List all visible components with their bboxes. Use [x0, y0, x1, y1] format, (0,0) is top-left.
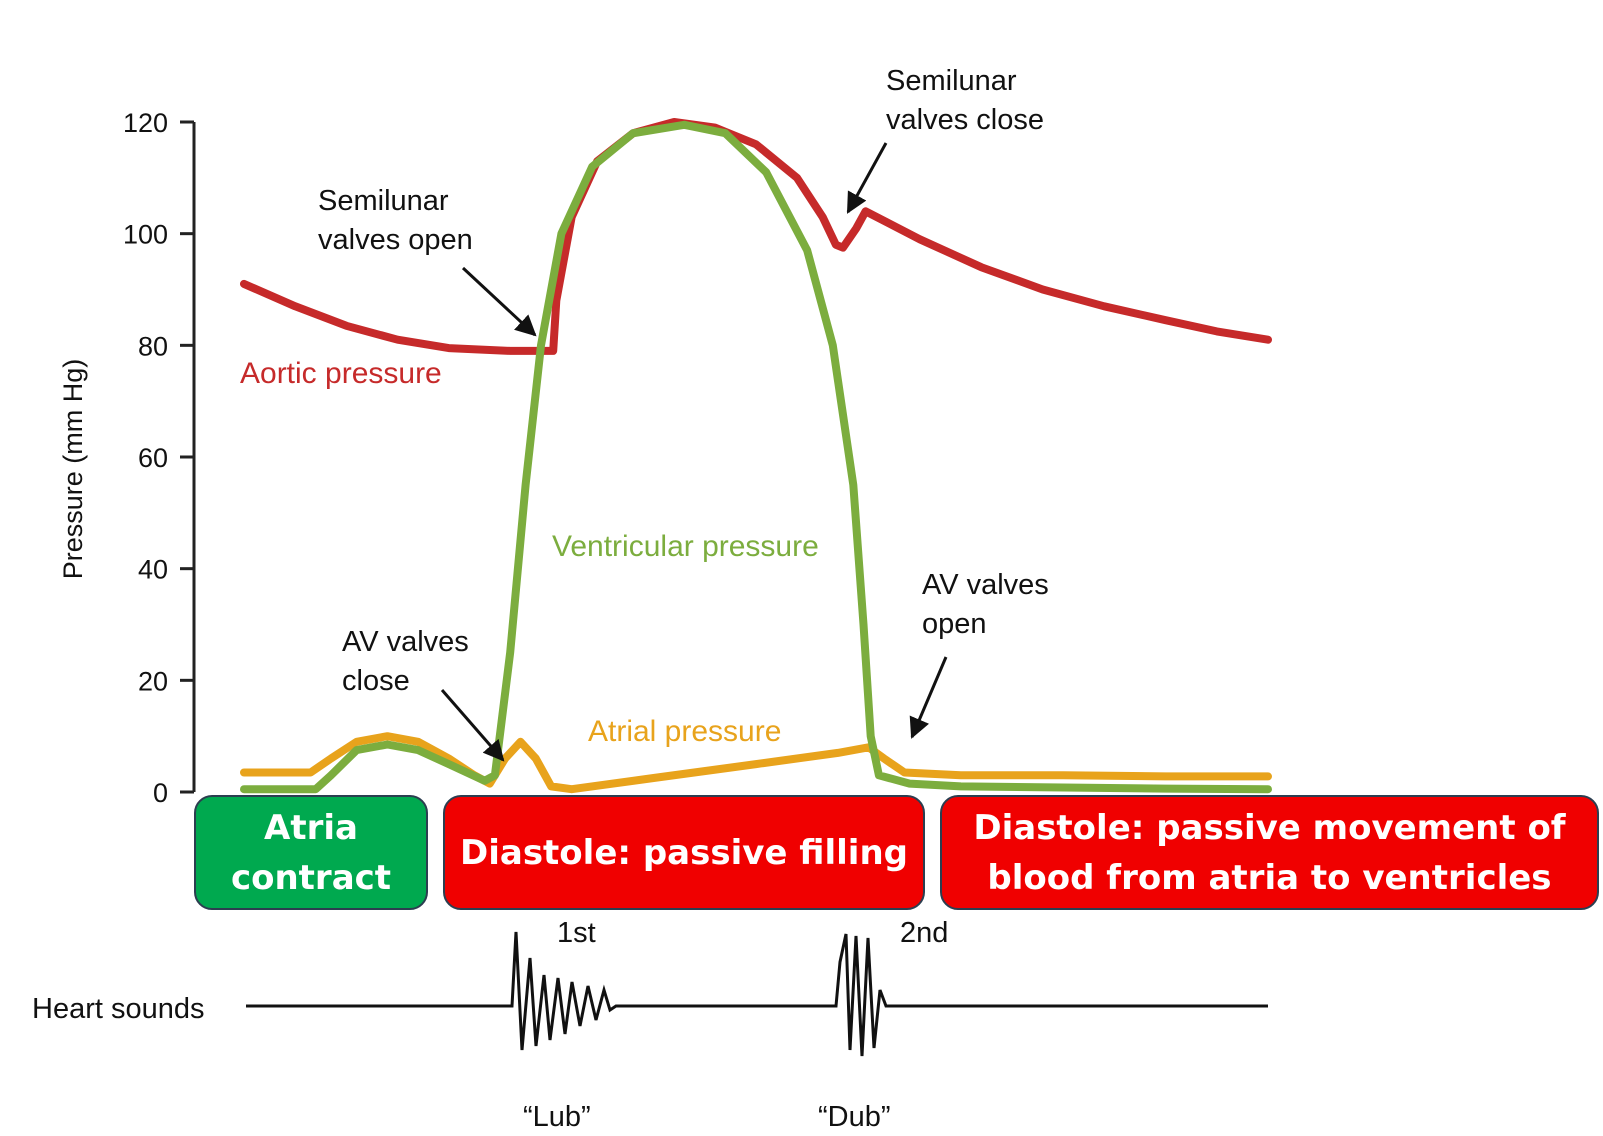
phase-text-line: Diastole: passive movement of	[973, 807, 1566, 848]
annotation-av-open: AV valves open	[909, 569, 1049, 739]
annotation-line: valves close	[886, 104, 1044, 136]
atrial-pressure-label: Atrial pressure	[588, 715, 781, 748]
annotation-line: valves open	[318, 224, 473, 256]
phase-diastole-passive-filling: Diastole: passive filling	[443, 795, 925, 910]
y-tick-label: 80	[138, 331, 168, 361]
annotation-line: AV valves	[922, 569, 1049, 601]
y-tick-label: 60	[138, 443, 168, 473]
phase-text-line: Diastole: passive filling	[460, 832, 908, 873]
annotation-semilunar-close: Semilunar valves close	[846, 65, 1044, 214]
dub-sound-label: “Dub”	[818, 1101, 891, 1133]
phase-diastole-passive-movement: Diastole: passive movement of blood from…	[940, 795, 1599, 910]
y-tick-label: 120	[123, 108, 168, 138]
y-tick-label: 100	[123, 220, 168, 250]
heart-sound-waveform	[246, 931, 1268, 1057]
ventricular-pressure-label: Ventricular pressure	[552, 530, 819, 563]
y-tick-label: 20	[138, 666, 168, 696]
annotation-line: AV valves	[342, 626, 469, 658]
pressure-curves	[240, 118, 1272, 794]
heart-sounds-trace: Heart sounds 1st 2nd “Lub” “Dub”	[32, 917, 1268, 1133]
annotation-semilunar-open: Semilunar valves open	[318, 185, 537, 337]
annotation-line: Semilunar	[886, 65, 1017, 97]
annotation-line: open	[922, 608, 987, 640]
y-tick-label: 0	[153, 778, 168, 808]
arrow-icon	[461, 266, 537, 337]
phase-atria-contract: Atria contract	[194, 795, 428, 910]
phase-text-line: blood from atria to ventricles	[987, 857, 1552, 898]
aortic-pressure-label: Aortic pressure	[240, 357, 442, 390]
annotation-av-close: AV valves close	[342, 626, 505, 762]
arrow-icon	[909, 656, 948, 739]
arrow-icon	[846, 142, 888, 214]
y-axis-label: Pressure (mm Hg)	[58, 359, 88, 580]
aortic-pressure-curve	[240, 118, 1272, 355]
phase-text-line: contract	[230, 857, 392, 898]
ventricular-pressure-curve	[240, 120, 1272, 794]
y-axis-ticks: 0 20 40 60 80 100 120	[123, 108, 194, 808]
second-sound-order: 2nd	[900, 917, 948, 949]
y-tick-label: 40	[138, 555, 168, 585]
heart-sounds-label: Heart sounds	[32, 993, 205, 1025]
arrow-icon	[440, 689, 505, 762]
annotation-line: close	[342, 665, 410, 697]
first-sound-order: 1st	[557, 917, 596, 949]
phase-text-line: Atria	[264, 807, 358, 848]
atrial-pressure-curve	[240, 732, 1272, 794]
lub-sound-label: “Lub”	[523, 1101, 591, 1133]
annotation-line: Semilunar	[318, 185, 449, 217]
